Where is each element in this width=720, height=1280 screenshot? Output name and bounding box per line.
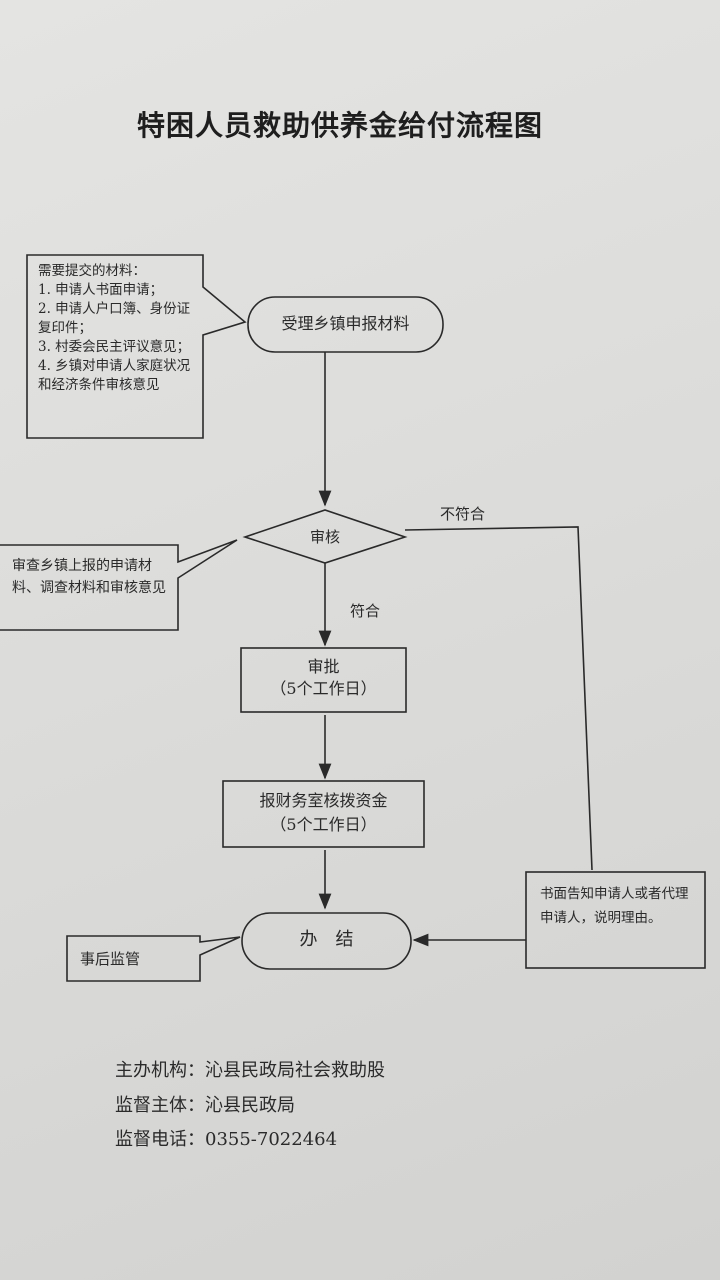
page-title: 特困人员救助供养金给付流程图 [136,109,543,142]
review-note: 审查乡镇上报的申请材料、调查材料和审核意见 [12,558,166,596]
materials-note: 需要提交的材料： 1. 申请人书面申请； 2. 申请人户口簿、身份证复印件； 3… [38,262,198,395]
fail-line [404,526,593,871]
finance-box [222,780,425,848]
approve-days: （5个工作日） [270,679,377,698]
reject-box [525,871,706,969]
finish-oval [241,912,412,970]
finance-days: （5个工作日） [270,815,377,834]
supervision-callout-shape [66,935,241,982]
audit-label: 审核 [309,528,340,546]
fail-label: 不符合 [440,505,486,523]
accept-label: 受理乡镇申报材料 [281,314,410,333]
approve-box [240,647,407,713]
materials-heading: 需要提交的材料： [38,263,146,279]
materials-item: 1. 申请人书面申请； [38,282,164,298]
footer-supervisor: 监督主体：沁县民政局 [115,1095,295,1116]
pass-label: 符合 [350,602,381,620]
accept-oval [247,296,444,353]
review-callout-shape [0,539,238,631]
reject-notice: 书面告知申请人或者代理申请人，说明理由。 [540,886,689,926]
footer-phone: 监督电话：0355-7022464 [115,1129,338,1150]
materials-callout-shape [26,254,247,439]
finish-label: 办 结 [299,929,354,950]
footer-organizer: 主办机构：沁县民政局社会救助股 [115,1060,385,1081]
materials-item: 4. 乡镇对申请人家庭状况和经济条件审核意见 [38,358,191,393]
materials-item: 2. 申请人户口簿、身份证复印件； [38,301,191,336]
audit-diamond [242,509,408,564]
finance-label: 报财务室核拨资金 [259,791,388,810]
supervision-note: 事后监管 [80,950,141,968]
materials-item: 3. 村委会民主评议意见； [38,339,191,355]
approve-label: 审批 [307,657,340,676]
